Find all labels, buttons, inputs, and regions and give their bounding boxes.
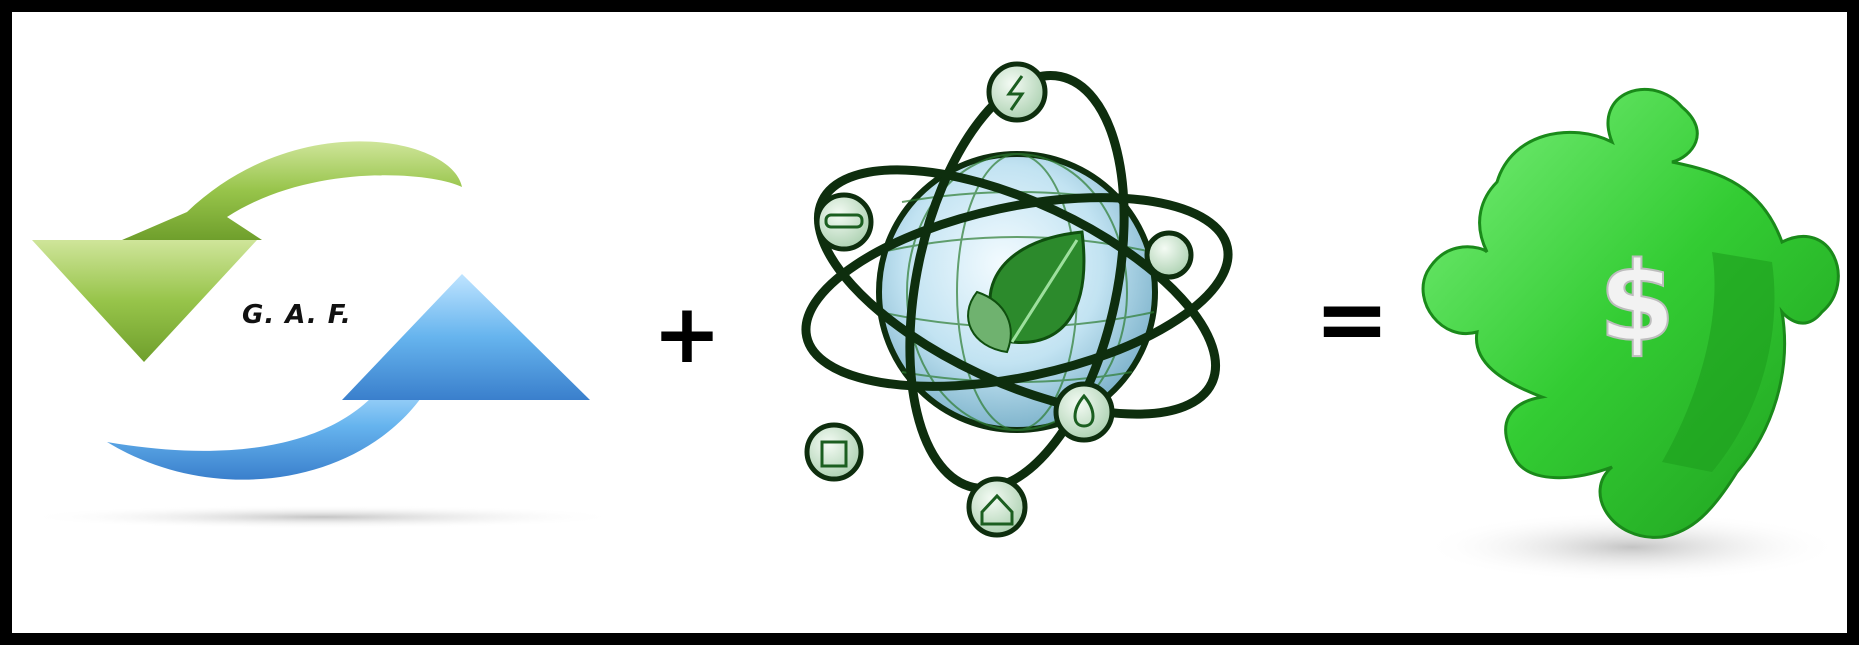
equals-operator: = [1314, 267, 1389, 372]
recycle-arrows-icon [22, 141, 622, 529]
dollar-sign-icon: $ [1599, 238, 1676, 366]
svg-text:+: + [653, 287, 722, 382]
equation-canvas: + [12, 12, 1847, 633]
water-drop-node [1056, 384, 1112, 440]
gaf-label: G. A. F. [242, 300, 352, 330]
svg-text:=: = [1314, 267, 1389, 372]
globe-node [1147, 233, 1191, 277]
lightning-node [989, 64, 1045, 120]
house-node [969, 479, 1025, 535]
dollar-puzzle-piece-icon: $ [1422, 89, 1842, 582]
trash-bin-node [807, 425, 861, 479]
green-energy-atom-globe-icon [784, 56, 1250, 535]
plus-operator: + [653, 287, 722, 382]
